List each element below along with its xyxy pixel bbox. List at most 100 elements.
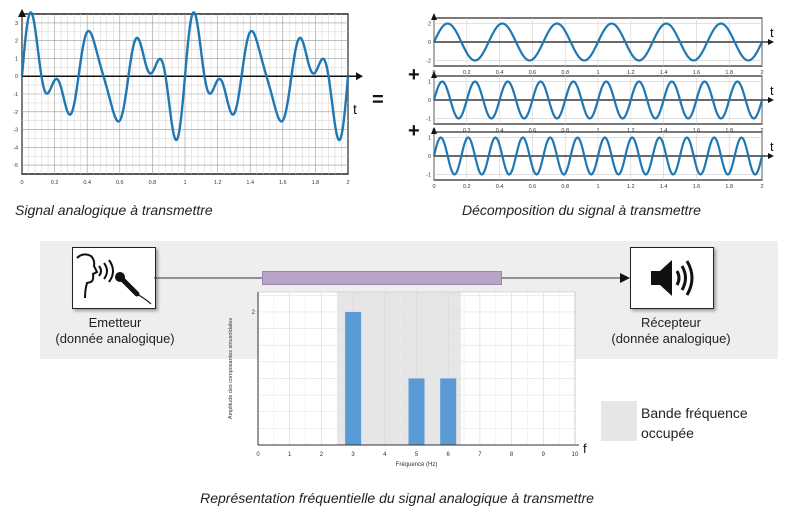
composite-y-tick: 2 [15,39,18,45]
component-x-tick: 0.4 [496,70,504,76]
component-x-tick: 2 [760,128,763,134]
occupied-band-bar [262,271,502,285]
composite-x-tick: 0.2 [51,180,59,186]
emitter-label-line2: (donnée analogique) [55,331,175,346]
component-x-tick: 0.2 [463,70,471,76]
bottom-caption: Représentation fréquentielle du signal a… [200,490,594,506]
composite-x-tick: 0.6 [116,180,124,186]
component-y-tick: -2 [426,58,431,64]
component-3-waveform [432,136,764,176]
composite-y-tick: -5 [13,163,18,169]
legend-label-line2: occupée [641,425,694,441]
composite-y-tick: 3 [15,21,18,27]
plus-sign-1: + [408,64,420,86]
occupied-band-legend-label: Bande fréquence occupée [641,403,759,443]
component-x-tick: 0.6 [529,70,537,76]
component-2-waveform [432,80,764,120]
spectrum-x-tick: 2 [320,452,324,458]
composite-signal-plot: 3 2 1 0 -1 -2 -3 -4 -5 0 0.2 0.4 0.6 0.8 1 1.2 1.4 1.6 1.8… [13,9,363,186]
component-2-plot: 10-100.20.40.60.811.21.41.61.82t [426,71,774,134]
component-x-tick: 1.4 [660,128,668,134]
component-x-tick: 1.8 [725,184,733,190]
spectrum-x-tick: 9 [542,452,546,458]
composite-x-tick: 0.4 [83,180,91,186]
spectrum-bar [440,378,457,445]
composite-x-tick: 2 [346,180,349,186]
spectrum-bar [345,311,362,445]
composite-signal-caption: Signal analogique à transmettre [15,202,213,218]
component-x-tick: 2 [760,184,763,190]
composite-signal-waveform [20,11,350,142]
component-y-tick: 1 [428,136,431,142]
spectrum-y-axis-label: Amplitude des composantes sinusoïdales [228,318,234,419]
component-x-tick: 0.2 [463,128,471,134]
legend-label-line1: Bande fréquence [641,405,748,421]
equals-sign: = [372,89,384,111]
decomposition-caption: Décomposition du signal à transmettre [462,202,701,218]
composite-y-tick: -3 [13,128,18,134]
component-x-tick: 1.6 [693,184,701,190]
component-x-tick: 1.2 [627,184,635,190]
composite-x-tick: 1.6 [279,180,287,186]
spectrum-x-tick: 0 [256,452,260,458]
speaker-person-microphone-icon [76,253,152,305]
component-time-axis-label: t [770,25,774,40]
frequency-axis-symbol: f [583,441,587,456]
spectrum-x-tick: 5 [415,452,419,458]
component-x-tick: 0.6 [529,184,537,190]
composite-x-tick: 1.8 [312,180,320,186]
emitter-label: Emetteur (donnée analogique) [40,315,190,347]
composite-time-axis-label: t [353,101,357,117]
spectrum-x-tick: 6 [447,452,451,458]
composite-y-tick: -2 [13,110,18,116]
component-y-tick: 0 [428,40,431,46]
decomposition-plots: 20-200.20.40.60.811.21.41.61.82t10-100.2… [426,13,774,190]
composite-y-tick: -1 [13,92,18,98]
component-y-tick: -1 [426,172,431,178]
component-x-tick: 0.4 [496,128,504,134]
receiver-box [630,247,714,309]
composite-x-tick: 0 [20,180,23,186]
composite-y-tick: 1 [15,56,18,62]
emitter-box [72,247,156,309]
composite-y-tick: 0 [15,74,18,80]
component-x-tick: 1 [596,70,599,76]
component-y-tick: 1 [428,80,431,86]
spectrum-x-tick: 4 [383,452,387,458]
loudspeaker-icon [651,260,694,296]
spectrum-x-tick: 1 [288,452,292,458]
component-x-tick: 0.8 [561,184,569,190]
spectrum-x-tick: 8 [510,452,514,458]
component-y-tick: 0 [428,154,431,160]
spectrum-y-tick: 2 [252,310,256,316]
component-x-tick: 1 [596,128,599,134]
composite-y-tick: -4 [13,145,18,151]
component-time-axis-label: t [770,83,774,98]
component-x-tick: 1.6 [693,128,701,134]
spectrum-x-tick: 3 [351,452,355,458]
component-x-tick: 1.4 [660,184,668,190]
component-x-tick: 0.8 [561,70,569,76]
component-x-tick: 1.2 [627,128,635,134]
component-time-axis-label: t [770,139,774,154]
occupied-band-legend-swatch [601,401,637,441]
component-1-waveform [433,22,763,62]
component-x-tick: 1.8 [725,70,733,76]
composite-x-tick: 1.4 [246,180,254,186]
composite-x-tick: 1.2 [214,180,222,186]
component-x-tick: 1.6 [693,70,701,76]
spectrum-x-tick: 7 [478,452,482,458]
component-x-tick: 1.4 [660,70,668,76]
component-x-tick: 1.8 [725,128,733,134]
receiver-label-line2: (donnée analogique) [611,331,731,346]
composite-x-tick: 0.8 [149,180,157,186]
composite-x-tick: 1 [183,180,186,186]
component-x-tick: 0.8 [561,128,569,134]
component-1-plot: 20-200.20.40.60.811.21.41.61.82t [426,13,774,76]
plus-sign-2: + [408,120,420,142]
component-y-tick: -1 [426,116,431,122]
spectrum-x-axis-label: Fréquence (Hz) [396,462,438,468]
component-x-tick: 1 [596,184,599,190]
